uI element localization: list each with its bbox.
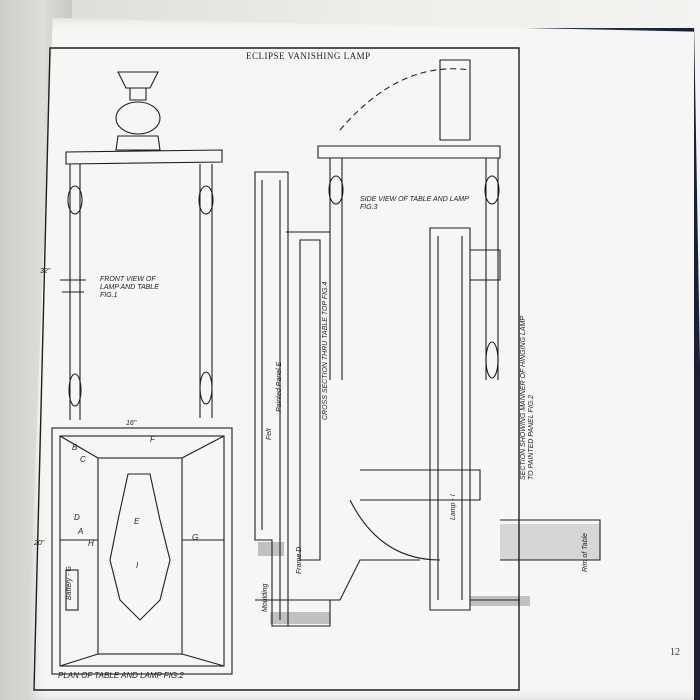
cross-section-label: CROSS SECTION THRU TABLE TOP FIG.4	[322, 281, 329, 420]
letter-c: C	[80, 455, 86, 464]
section-hinging-label: SECTION SHOWING MANNER OF HINGING LAMP T…	[520, 316, 535, 480]
dim-width: 16"	[126, 420, 137, 427]
page-border	[33, 47, 520, 691]
label-moulding: Moulding	[262, 583, 269, 612]
cross-section-fig4	[254, 171, 420, 627]
label-battery: Battery - G	[66, 566, 73, 600]
label-frame-d: Frame D	[296, 546, 303, 574]
front-view-label: FRONT VIEW OF LAMP AND TABLE FIG.1	[100, 276, 159, 299]
label-felt: Felt	[266, 428, 273, 440]
letter-e: E	[134, 517, 140, 526]
letter-b: B	[72, 443, 78, 452]
book-page	[26, 18, 694, 700]
front-table-legs	[60, 164, 214, 420]
letter-g: G	[192, 533, 199, 542]
letter-a: A	[78, 527, 84, 536]
letter-i: I	[136, 561, 139, 570]
dim-height: 32"	[40, 268, 51, 275]
plan-label: PLAN OF TABLE AND LAMP FIG.2	[58, 671, 184, 680]
page-number: 12	[670, 647, 680, 658]
drawing-title: ECLIPSE VANISHING LAMP	[246, 51, 371, 61]
section-hinging	[349, 227, 601, 611]
label-painted-panel: Painted Panel E	[276, 361, 283, 412]
side-view-fig3	[317, 59, 501, 380]
label-lamp: Lamp - I	[450, 494, 457, 520]
front-table-top	[65, 149, 223, 165]
dim-depth: 20"	[34, 540, 45, 547]
letter-d: D	[74, 513, 80, 522]
side-view-label: SIDE VIEW OF TABLE AND LAMP FIG.3	[360, 196, 469, 211]
label-rim: Rim of Table	[582, 532, 589, 572]
letter-f: F	[150, 435, 155, 444]
plan-view	[51, 427, 233, 675]
front-view-lamp	[115, 71, 161, 151]
letter-h: H	[88, 539, 94, 548]
